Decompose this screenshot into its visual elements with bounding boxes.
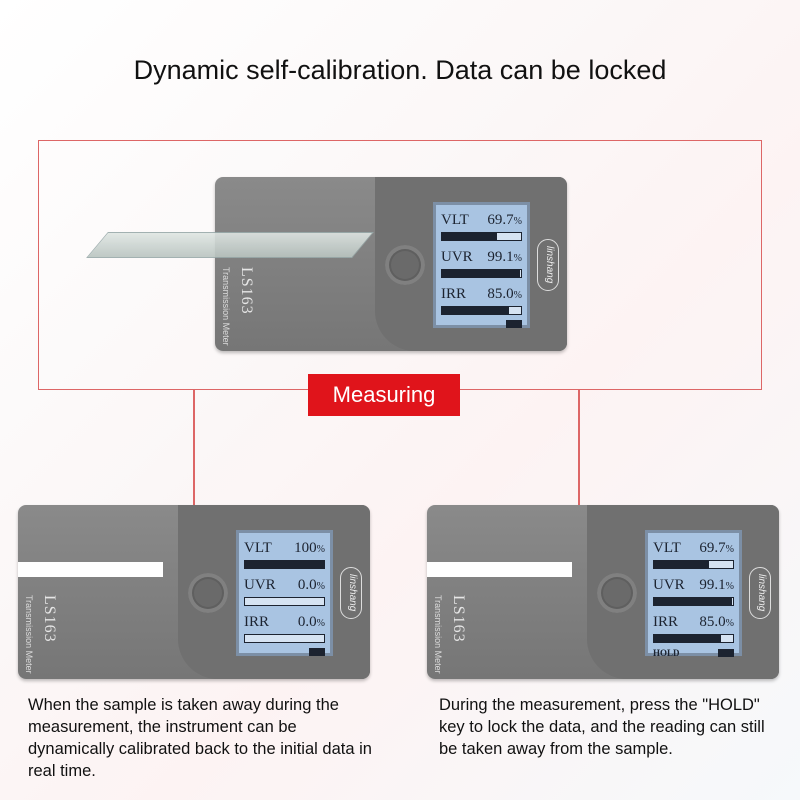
reading-value: 99.1 [487, 249, 514, 265]
battery-icon [718, 649, 734, 657]
reading-unit: % [725, 618, 734, 629]
connector-line-left [193, 390, 195, 505]
reading-label: VLT [441, 212, 469, 228]
hold-button[interactable] [188, 573, 228, 613]
reading-value: 99.1 [699, 577, 726, 593]
reading-bar [653, 634, 734, 643]
lcd-screen: VLT 69.7% UVR 99.1% IRR 85.0% [433, 202, 530, 328]
hold-button[interactable] [385, 245, 425, 285]
reading-row: IRR 85.0% [441, 287, 522, 303]
glass-sample [86, 232, 374, 258]
reading-value: 69.7 [487, 212, 514, 228]
reading-unit: % [316, 544, 325, 555]
reading-value: 85.0 [487, 286, 514, 302]
reading-row: UVR 99.1% [653, 578, 734, 594]
reading-label: IRR [441, 286, 467, 302]
reading-bar-fill [442, 270, 521, 277]
caption-left: When the sample is taken away during the… [28, 696, 372, 780]
brand-logo: linshang [537, 239, 559, 291]
reading-label: IRR [244, 614, 270, 630]
reading-row: VLT 69.7% [441, 213, 522, 229]
battery-icon [309, 648, 325, 656]
reading-value: 100 [294, 540, 317, 556]
reading-label: UVR [441, 249, 473, 265]
reading-label: VLT [244, 540, 272, 556]
reading-row: IRR 85.0% [653, 615, 734, 631]
reading-bar-fill [442, 307, 510, 314]
caption-right: During the measurement, press the "HOLD"… [439, 696, 765, 758]
sample-slot [427, 562, 572, 577]
reading-bar [441, 269, 522, 278]
reading-value: 85.0 [699, 614, 726, 630]
reading-row: UVR 99.1% [441, 250, 522, 266]
battery-icon [506, 320, 522, 328]
reading-bar [441, 306, 522, 315]
measuring-badge: Measuring [308, 374, 460, 416]
reading-label: UVR [244, 577, 276, 593]
model-label: LS163 [450, 595, 467, 643]
reading-bar [441, 232, 522, 241]
reading-unit: % [513, 253, 522, 264]
reading-bar [244, 597, 325, 606]
reading-row: UVR 0.0% [244, 578, 325, 594]
reading-label: VLT [653, 540, 681, 556]
device-subtitle: Transmission Meter [24, 595, 34, 674]
reading-unit: % [316, 618, 325, 629]
model-label: LS163 [41, 595, 58, 643]
reading-bar-fill [654, 561, 710, 568]
reading-row: VLT 100% [244, 541, 325, 557]
lcd-screen: VLT 69.7% UVR 99.1% IRR 85.0% HOLD [645, 530, 742, 658]
reading-row: VLT 69.7% [653, 541, 734, 557]
reading-bar-fill [245, 561, 324, 568]
reading-unit: % [513, 290, 522, 301]
reading-row: IRR 0.0% [244, 615, 325, 631]
sample-slot [18, 562, 163, 577]
model-label: LS163 [238, 267, 255, 315]
reading-bar-fill [442, 233, 498, 240]
hold-button[interactable] [597, 573, 637, 613]
reading-bar [244, 560, 325, 569]
lcd-screen: VLT 100% UVR 0.0% IRR 0.0% [236, 530, 333, 656]
reading-value: 0.0 [297, 614, 317, 630]
connector-line-right [578, 390, 580, 505]
reading-unit: % [316, 581, 325, 592]
reading-bar [653, 560, 734, 569]
headline: Dynamic self-calibration. Data can be lo… [133, 55, 667, 85]
reading-label: UVR [653, 577, 685, 593]
reading-bar-fill [654, 635, 722, 642]
reading-bar-fill [654, 598, 733, 605]
device-subtitle: Transmission Meter [221, 267, 231, 346]
brand-logo: linshang [340, 567, 362, 619]
reading-unit: % [725, 581, 734, 592]
reading-bar [244, 634, 325, 643]
brand-logo: linshang [749, 567, 771, 619]
reading-unit: % [725, 544, 734, 555]
reading-value: 0.0 [297, 577, 317, 593]
reading-unit: % [513, 216, 522, 227]
reading-label: IRR [653, 614, 679, 630]
hold-indicator: HOLD [653, 648, 680, 658]
device-subtitle: Transmission Meter [433, 595, 443, 674]
reading-bar [653, 597, 734, 606]
reading-value: 69.7 [699, 540, 726, 556]
